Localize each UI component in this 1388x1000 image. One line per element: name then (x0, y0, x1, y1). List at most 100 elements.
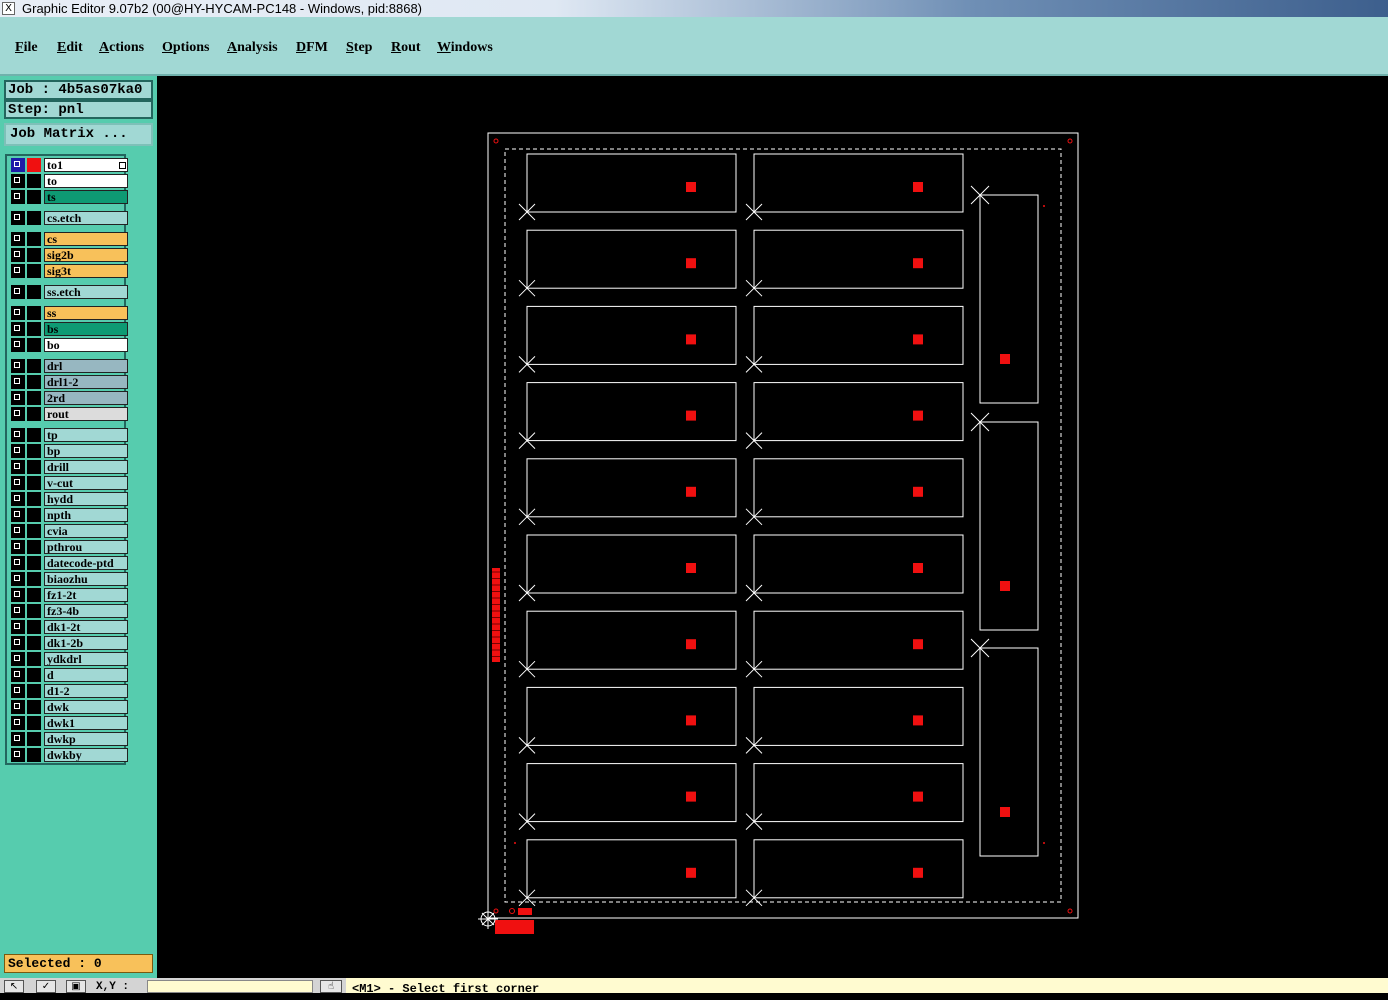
layer-checkbox[interactable] (11, 604, 25, 618)
layer-name[interactable]: to1 (44, 158, 128, 172)
layer-name[interactable]: cvia (44, 524, 128, 538)
layer-name[interactable]: tp (44, 428, 128, 442)
layer-name[interactable]: dwkby (44, 748, 128, 762)
layer-name[interactable]: d (44, 668, 128, 682)
layer-name[interactable]: bo (44, 338, 128, 352)
layer-checkbox[interactable] (11, 668, 25, 682)
layer-checkbox[interactable] (11, 338, 25, 352)
layer-name-text: fz1-2t (47, 588, 77, 602)
layer-checkbox[interactable] (11, 716, 25, 730)
layer-name[interactable]: bs (44, 322, 128, 336)
layer-checkbox[interactable] (11, 190, 25, 204)
layer-name-text: drl (47, 359, 63, 373)
menu-rout[interactable]: Rout (391, 40, 421, 55)
coordinate-field[interactable] (147, 980, 313, 993)
menu-edit[interactable]: Edit (57, 40, 83, 55)
layer-checkbox[interactable] (11, 732, 25, 746)
layer-checkbox[interactable] (11, 306, 25, 320)
layer-name[interactable]: drl (44, 359, 128, 373)
layer-color-marker (27, 444, 41, 458)
window-icon[interactable]: ▣ (66, 980, 86, 993)
layer-name[interactable]: fz1-2t (44, 588, 128, 602)
layer-checkbox[interactable] (11, 492, 25, 506)
pcb-unit-outline (753, 763, 964, 823)
layer-name[interactable]: ss.etch (44, 285, 128, 299)
menu-file[interactable]: File (15, 40, 38, 55)
layer-checkbox[interactable] (11, 748, 25, 762)
menu-dfm[interactable]: DFM (296, 40, 328, 55)
layer-checkbox[interactable] (11, 407, 25, 421)
layer-name[interactable]: ydkdrl (44, 652, 128, 666)
layer-checkbox[interactable] (11, 211, 25, 225)
menu-actions[interactable]: Actions (99, 40, 145, 55)
layer-checkbox[interactable] (11, 375, 25, 389)
layer-name[interactable]: dwk (44, 700, 128, 714)
check-icon[interactable]: ✓ (36, 980, 56, 993)
layer-checkbox[interactable] (11, 556, 25, 570)
layer-name[interactable]: sig3t (44, 264, 128, 278)
layer-checkbox[interactable] (11, 460, 25, 474)
select-arrow-icon[interactable]: ↖ (4, 980, 24, 993)
layer-name[interactable]: dwkp (44, 732, 128, 746)
layer-name[interactable]: dk1-2b (44, 636, 128, 650)
layer-checkbox[interactable] (11, 700, 25, 714)
layer-checkbox[interactable] (11, 444, 25, 458)
layer-checkbox[interactable] (11, 636, 25, 650)
job-matrix-button[interactable]: Job Matrix ... (4, 123, 153, 146)
layer-name[interactable]: ss (44, 306, 128, 320)
layer-checkbox[interactable] (11, 158, 25, 172)
layer-checkbox[interactable] (11, 264, 25, 278)
layer-name[interactable]: cs.etch (44, 211, 128, 225)
layer-checkbox[interactable] (11, 248, 25, 262)
layer-name[interactable]: biaozhu (44, 572, 128, 586)
layer-name[interactable]: cs (44, 232, 128, 246)
menu-options[interactable]: Options (162, 40, 210, 55)
origin-cross-icon (518, 356, 536, 373)
layer-checkbox[interactable] (11, 572, 25, 586)
pad-marker (686, 791, 696, 802)
layer-checkbox[interactable] (11, 652, 25, 666)
layer-checkbox[interactable] (11, 540, 25, 554)
menu-analysis[interactable]: Analysis (227, 40, 278, 55)
layer-checkbox[interactable] (11, 476, 25, 490)
origin-cross-icon (970, 185, 990, 205)
layer-checkbox[interactable] (11, 508, 25, 522)
layer-checkbox[interactable] (11, 174, 25, 188)
layer-name[interactable]: drl1-2 (44, 375, 128, 389)
layer-name[interactable]: ts (44, 190, 128, 204)
layer-checkbox[interactable] (11, 524, 25, 538)
layer-name[interactable]: drill (44, 460, 128, 474)
menu-step[interactable]: Step (346, 40, 373, 55)
layer-name[interactable]: dwk1 (44, 716, 128, 730)
layer-checkbox[interactable] (11, 232, 25, 246)
layer-name[interactable]: datecode-ptd (44, 556, 128, 570)
menu-windows[interactable]: Windows (437, 40, 493, 55)
layer-name[interactable]: dk1-2t (44, 620, 128, 634)
layer-name-text: dk1-2t (47, 620, 81, 634)
layer-name[interactable]: pthrou (44, 540, 128, 554)
layer-checkbox[interactable] (11, 588, 25, 602)
layer-checkbox[interactable] (11, 322, 25, 336)
layer-name[interactable]: 2rd (44, 391, 128, 405)
layer-checkbox[interactable] (11, 684, 25, 698)
hand-cursor-icon[interactable]: ☝ (320, 980, 342, 993)
layer-checkbox[interactable] (11, 285, 25, 299)
layer-name[interactable]: hydd (44, 492, 128, 506)
layer-checkbox[interactable] (11, 620, 25, 634)
layer-name[interactable]: bp (44, 444, 128, 458)
layer-color-marker (27, 700, 41, 714)
layer-name[interactable]: d1-2 (44, 684, 128, 698)
layer-checkbox[interactable] (11, 359, 25, 373)
layer-options-icon[interactable] (119, 162, 126, 169)
layer-name[interactable]: to (44, 174, 128, 188)
layer-name[interactable]: v-cut (44, 476, 128, 490)
layer-name[interactable]: rout (44, 407, 128, 421)
layer-color-marker (27, 684, 41, 698)
layer-checkbox[interactable] (11, 428, 25, 442)
layer-name[interactable]: sig2b (44, 248, 128, 262)
layer-checkbox[interactable] (11, 391, 25, 405)
origin-cross-icon (518, 660, 536, 678)
layer-name[interactable]: fz3-4b (44, 604, 128, 618)
layer-name[interactable]: npth (44, 508, 128, 522)
graphic-canvas[interactable] (157, 76, 1388, 978)
